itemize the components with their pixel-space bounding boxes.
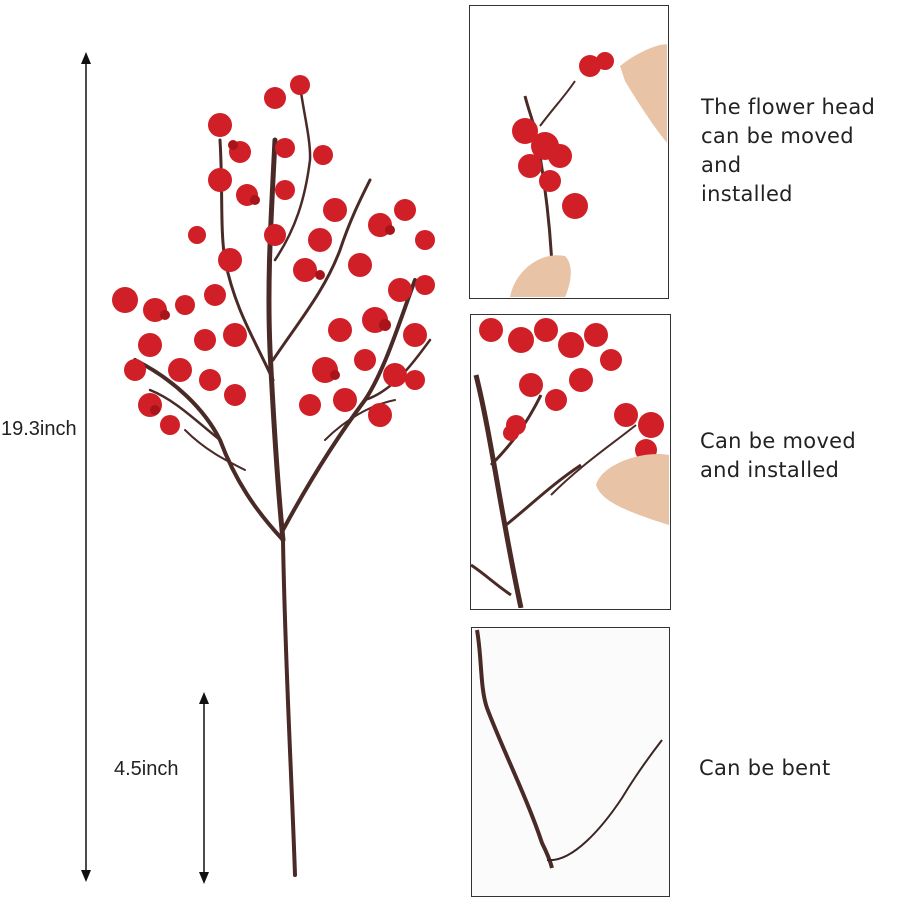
caption-bent-stem: Can be bent: [699, 754, 831, 783]
caption-line: and installed: [700, 458, 840, 482]
stem-length-arrow: [199, 692, 209, 884]
caption-line: can be moved and: [701, 124, 854, 177]
panel-bent-stem: [471, 627, 670, 897]
caption-branch-install: Can be moved and installed: [700, 427, 856, 485]
total-height-label: 19.3inch: [0, 418, 78, 441]
caption-flower-head: The flower head can be moved and install…: [701, 93, 898, 209]
flower-branch-illustration: [112, 75, 435, 877]
caption-line: The flower head: [701, 95, 876, 119]
panel-branch-install: [470, 314, 671, 610]
caption-line: Can be moved: [700, 429, 857, 453]
total-height-arrow: [81, 52, 91, 882]
caption-line: Can be bent: [699, 756, 831, 780]
flower-head-removal-photo: [510, 44, 667, 297]
branch-installation-photo: [471, 318, 669, 608]
caption-line: installed: [701, 182, 793, 206]
bent-stem-photo: [475, 629, 663, 869]
panel-flower-head: [469, 5, 669, 299]
stem-length-label: 4.5inch: [113, 758, 180, 781]
